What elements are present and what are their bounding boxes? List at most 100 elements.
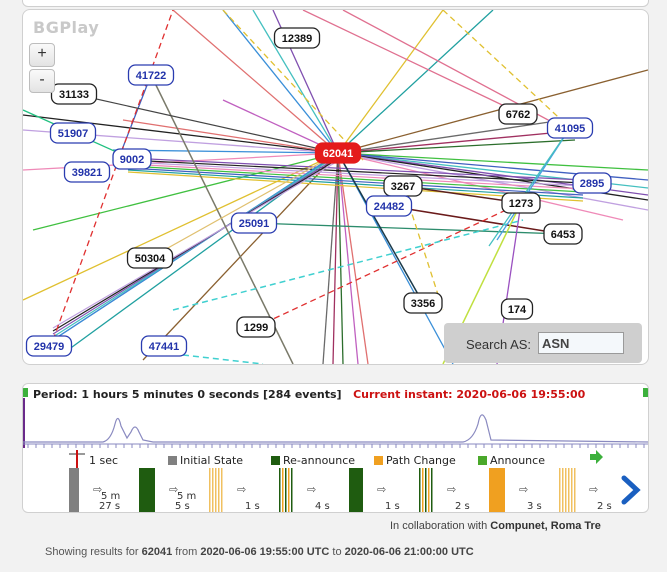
as-node-41095[interactable]: 41095 [546, 117, 594, 139]
gap-label: 5 s [175, 501, 190, 512]
event-bar[interactable] [279, 468, 293, 512]
as-node-47441[interactable]: 47441 [140, 335, 188, 357]
as-node-39821[interactable]: 39821 [63, 161, 111, 183]
timeline-chart[interactable]: ⇨5 m27 s⇨5 m5 s⇨1 s⇨4 s⇨1 s⇨2 s⇨3 s⇨2 s [23, 384, 648, 512]
as-node-3356[interactable]: 3356 [403, 292, 443, 314]
as-link [388, 205, 564, 235]
as-node-label: 9002 [120, 154, 144, 166]
as-node-box [273, 27, 321, 49]
as-node-3267[interactable]: 3267 [383, 175, 423, 197]
as-node-box [63, 161, 111, 183]
gap-arrow: ⇨ [93, 483, 102, 496]
period-text: Period: 1 hours 5 minutes 0 seconds [284… [33, 388, 342, 401]
as-link [253, 222, 564, 235]
as-link [337, 152, 359, 364]
graph-panel[interactable]: 12389 41722 31133 51907 9002 39821 62041 6762 41… [22, 9, 649, 365]
as-node-label: 1299 [244, 322, 268, 334]
as-node-label: 31133 [59, 89, 89, 101]
timeline-end-marker [643, 388, 648, 397]
as-link [252, 10, 339, 154]
as-link [337, 139, 576, 154]
as-node-box [230, 212, 278, 234]
as-node-62041[interactable]: 62041 [314, 142, 362, 164]
as-node-6453[interactable]: 6453 [543, 223, 583, 245]
event-bar[interactable] [349, 468, 363, 512]
as-node-31133[interactable]: 31133 [50, 83, 98, 105]
search-as-label: Search AS: [466, 337, 532, 352]
event-bar[interactable] [139, 468, 155, 512]
as-node-label: 50304 [135, 253, 166, 265]
timeline-header: Period: 1 hours 5 minutes 0 seconds [284… [33, 388, 585, 401]
results-summary: Showing results for 62041 from 2020-06-0… [45, 546, 474, 558]
as-node-25091[interactable]: 25091 [230, 212, 278, 234]
gap-label: 5 m [177, 491, 196, 502]
as-node-label: 12389 [282, 33, 313, 45]
gap-label: 5 m [101, 491, 120, 502]
as-node-1299[interactable]: 1299 [236, 316, 276, 338]
event-bar[interactable] [69, 468, 79, 512]
zoom-out-button[interactable]: - [29, 69, 55, 93]
as-node-label: 51907 [58, 128, 89, 140]
as-node-6762[interactable]: 6762 [498, 103, 538, 125]
as-node-label: 6453 [551, 229, 575, 241]
as-node-label: 39821 [72, 167, 103, 179]
as-link [172, 10, 339, 154]
as-link [488, 127, 571, 247]
as-node-label: 3267 [391, 181, 415, 193]
gap-arrow: ⇨ [307, 483, 316, 496]
as-link [255, 202, 522, 328]
as-node-label: 174 [508, 304, 527, 316]
gap-label: 1 s [245, 501, 260, 512]
legend-swatch [478, 456, 487, 465]
event-bar[interactable] [559, 468, 576, 512]
as-node-41722[interactable]: 41722 [127, 64, 175, 86]
search-as-input[interactable] [538, 332, 624, 354]
as-link [337, 129, 584, 154]
as-node-label: 41095 [555, 123, 586, 135]
legend-swatch [168, 456, 177, 465]
as-node-box [314, 142, 362, 164]
gap-label: 2 s [597, 501, 612, 512]
as-node-24482[interactable]: 24482 [365, 195, 413, 217]
gap-label: 27 s [99, 501, 120, 512]
as-node-box [403, 292, 443, 314]
as-graph[interactable]: 12389 41722 31133 51907 9002 39821 62041 6762 41… [23, 10, 648, 364]
as-node-box [112, 148, 152, 170]
as-node-51907[interactable]: 51907 [49, 122, 97, 144]
as-node-2895[interactable]: 2895 [572, 172, 612, 194]
as-node-label: 41722 [136, 70, 167, 82]
legend-swatch [374, 456, 383, 465]
as-node-box [546, 117, 594, 139]
as-node-29479[interactable]: 29479 [25, 335, 73, 357]
as-node-box [50, 83, 98, 105]
zoom-in-button[interactable]: + [29, 43, 55, 67]
as-link [127, 163, 584, 190]
as-link [302, 10, 522, 115]
event-bar[interactable] [489, 468, 505, 512]
as-node-box [140, 335, 188, 357]
as-node-12389[interactable]: 12389 [273, 27, 321, 49]
as-node-174[interactable]: 174 [500, 298, 534, 320]
event-bar[interactable] [419, 468, 433, 512]
gap-arrow: ⇨ [377, 483, 386, 496]
as-link [127, 159, 584, 184]
gap-label: 1 s [385, 501, 400, 512]
next-arrow-icon[interactable] [621, 475, 641, 505]
as-link [337, 69, 648, 154]
as-node-box [236, 316, 276, 338]
as-node-box [49, 122, 97, 144]
as-link [52, 160, 339, 329]
gap-label: 4 s [315, 501, 330, 512]
as-link [222, 10, 339, 154]
as-link [117, 74, 152, 161]
as-node-1273[interactable]: 1273 [501, 192, 541, 214]
gap-arrow: ⇨ [237, 483, 246, 496]
as-node-50304[interactable]: 50304 [126, 247, 174, 269]
as-link [127, 165, 584, 193]
event-bar[interactable] [209, 468, 223, 512]
as-node-9002[interactable]: 9002 [112, 148, 152, 170]
as-node-box [501, 192, 541, 214]
activity-curve [23, 414, 648, 443]
timeline-start-marker [23, 388, 28, 397]
